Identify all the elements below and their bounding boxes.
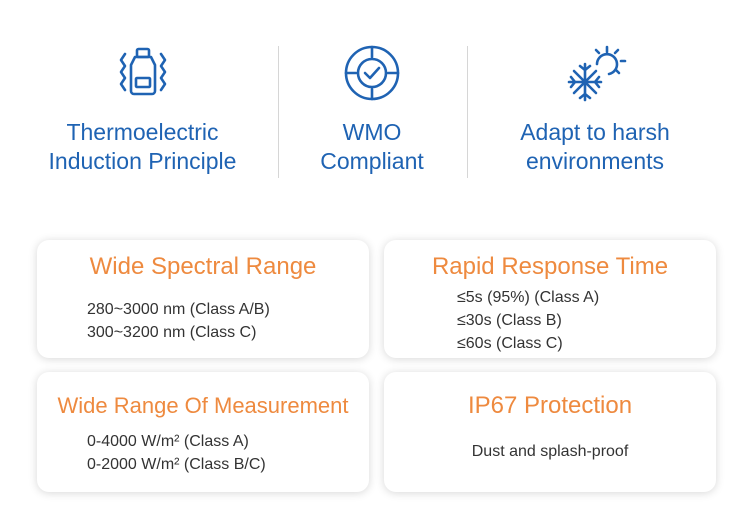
feature-wmo: WMO Compliant (282, 44, 462, 176)
feature-title-line1: WMO (342, 119, 402, 145)
feature-thermoelectric: Thermoelectric Induction Principle (20, 44, 265, 176)
card-line: 300~3200 nm (Class C) (87, 324, 257, 341)
sun-snowflake-icon (567, 45, 627, 102)
card-line: Dust and splash-proof (471, 443, 629, 460)
card-title: Rapid Response Time (431, 253, 669, 280)
card-title: Wide Range Of Measurement (57, 393, 349, 418)
feature-harsh-environments: Adapt to harsh environments (475, 44, 715, 176)
compliance-check-icon (344, 45, 400, 101)
card-wide-spectral-range: Wide Spectral Range 280~3000 nm (Class A… (37, 240, 369, 358)
card-title: IP67 Protection (467, 392, 633, 419)
divider (278, 46, 279, 178)
feature-title-line1: Thermoelectric (66, 119, 219, 145)
feature-title-line2: Induction Principle (48, 148, 237, 174)
divider (467, 46, 468, 178)
feature-title-line1: Adapt to harsh (520, 119, 670, 145)
feature-title-line2: Compliant (320, 148, 424, 174)
card-title: Wide Spectral Range (89, 253, 317, 280)
feature-title-line2: environments (525, 148, 665, 174)
card-rapid-response-time: Rapid Response Time ≤5s (95%) (Class A) … (384, 240, 716, 358)
card-line: 0-4000 W/m² (Class A) (87, 433, 249, 450)
card-line: ≤30s (Class B) (457, 312, 562, 329)
card-wide-range-of-measurement: Wide Range Of Measurement 0-4000 W/m² (C… (37, 372, 369, 492)
card-line: ≤5s (95%) (Class A) (457, 289, 600, 306)
thermoelectric-sensor-icon (119, 47, 166, 96)
card-line: 280~3000 nm (Class A/B) (87, 301, 270, 318)
card-ip67-protection: IP67 Protection Dust and splash-proof (384, 372, 716, 492)
card-line: 0-2000 W/m² (Class B/C) (87, 456, 266, 473)
card-line: ≤60s (Class C) (457, 335, 563, 352)
